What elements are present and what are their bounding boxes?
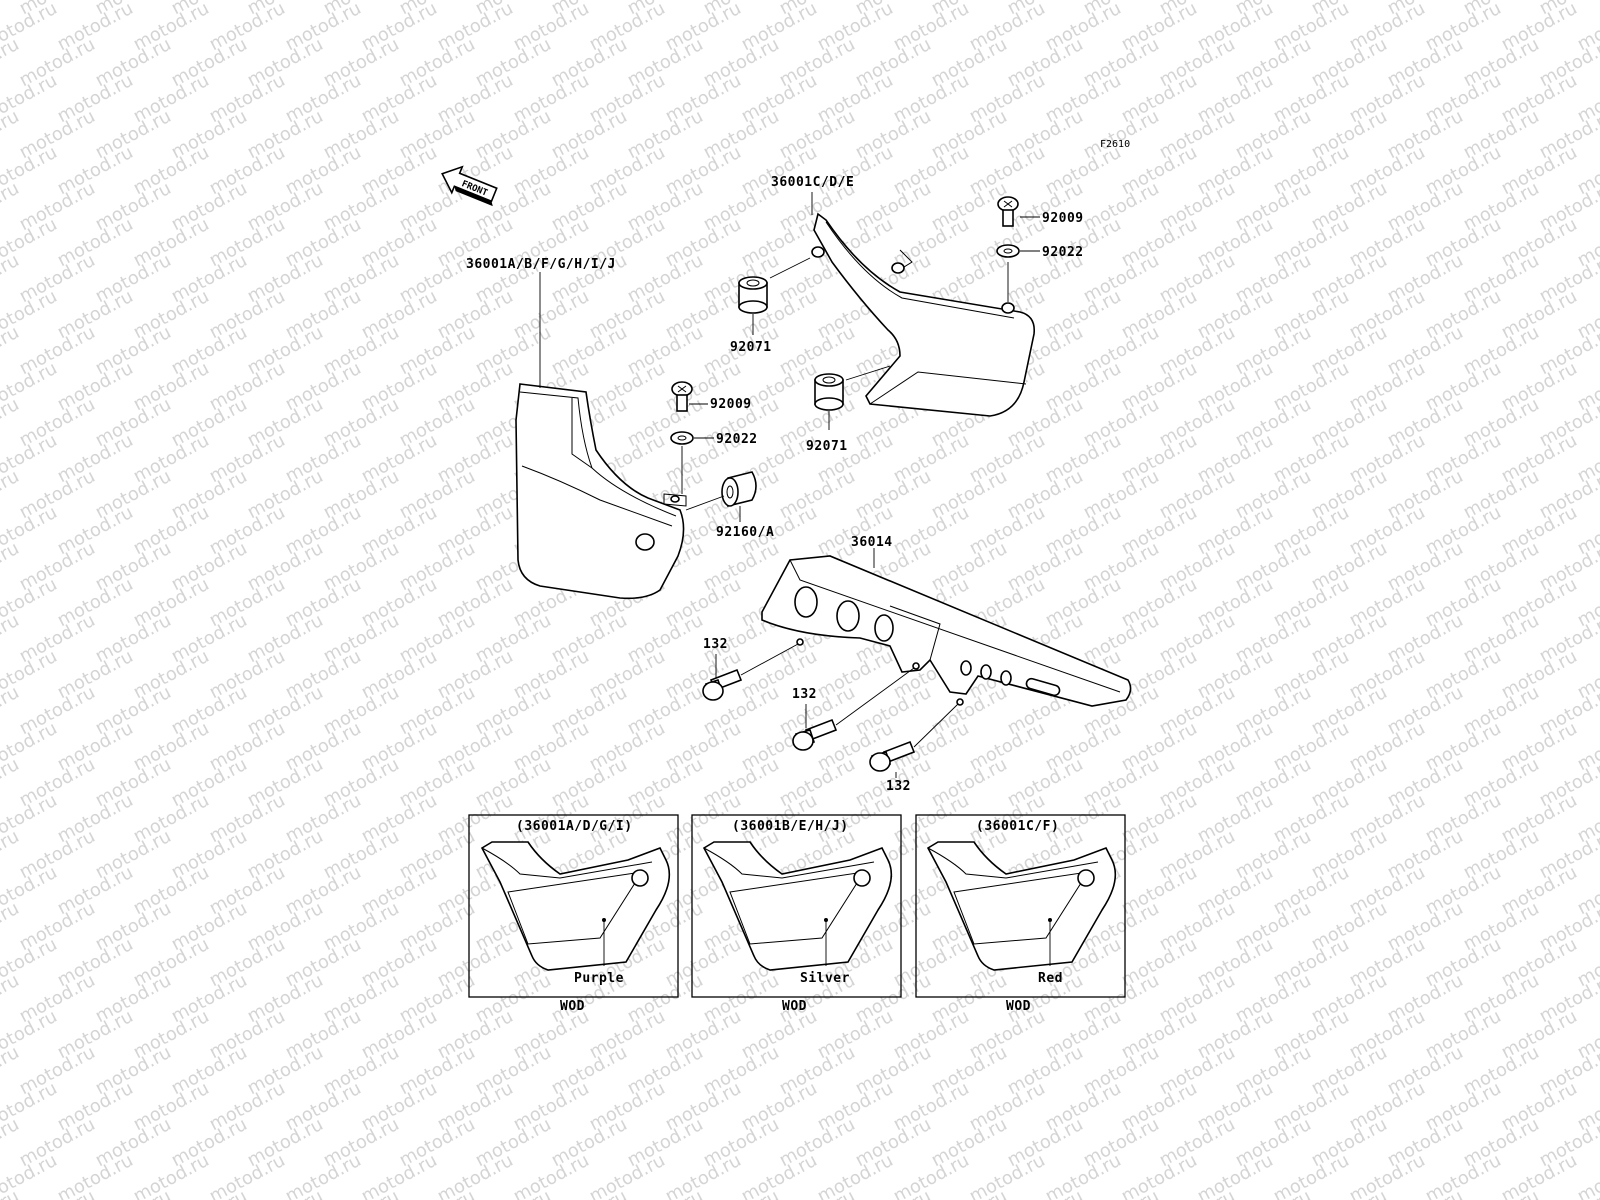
label-chain-cover: 36014 [851,535,893,550]
grommet-upper [738,276,768,314]
screw-left [671,381,693,412]
label-bolt-2: 132 [792,687,817,702]
variant-box-1 [468,814,679,998]
label-right-side-cover: 36001C/D/E [771,175,854,190]
variant-1-models: (36001A/D/G/I) [516,819,633,834]
variant-1-color: Purple [574,971,624,986]
variant-box-2 [691,814,902,998]
bolt-3 [869,740,916,772]
variant-2-models: (36001B/E/H/J) [732,819,849,834]
right-side-cover [811,212,1036,417]
label-grommet-lower: 92071 [806,439,848,454]
front-arrow-icon: FRONT [441,165,498,207]
bolt-2 [792,718,838,751]
washer-left [670,431,694,445]
screw-upper-right [997,196,1019,227]
variant-3-color: Red [1038,971,1063,986]
bolt-1 [702,668,743,701]
variant-3-models: (36001C/F) [976,819,1059,834]
variant-2-color: Silver [800,971,850,986]
variant-3-note: WOD [1006,999,1031,1014]
label-washer-upper-right: 92022 [1042,245,1084,260]
variant-1-note: WOD [560,999,585,1014]
washer-upper-right [996,244,1020,258]
label-damper-left: 92160/A [716,525,774,540]
label-bolt-1: 132 [703,637,728,652]
damper-left [721,471,757,508]
grommet-lower [814,373,844,411]
label-screw-left: 92009 [710,397,752,412]
label-bolt-3: 132 [886,779,911,794]
label-grommet-upper: 92071 [730,340,772,355]
label-screw-upper-right: 92009 [1042,211,1084,226]
label-left-side-cover: 36001A/B/F/G/H/I/J [466,257,616,272]
variant-2-note: WOD [782,999,807,1014]
left-side-cover [515,383,687,600]
chain-cover [761,555,1132,707]
figure-code: F2610 [1100,139,1130,150]
variant-box-3 [915,814,1126,998]
label-washer-left: 92022 [716,432,758,447]
